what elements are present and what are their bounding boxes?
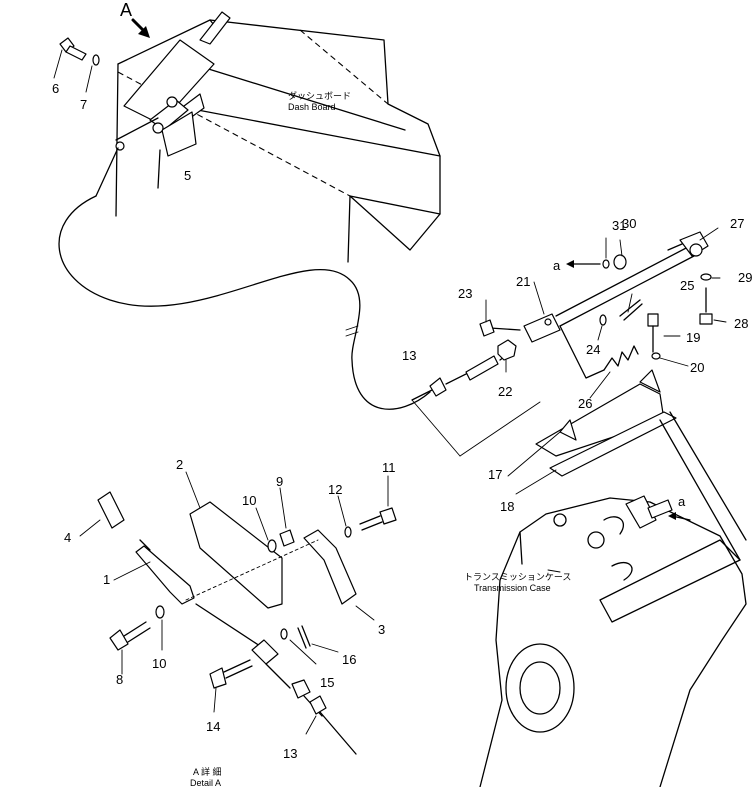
detail-a: A 詳 細 Detail A	[79, 471, 397, 787]
callout-1: 1	[103, 572, 110, 587]
bolt-6	[53, 37, 100, 93]
callout-22: 22	[498, 384, 512, 399]
callout-7: 7	[80, 97, 87, 112]
dash-board: ダッシュボード Dash Board	[95, 11, 441, 263]
callout-9: 9	[276, 474, 283, 489]
callout-23: 23	[458, 286, 472, 301]
callout-10-right: 10	[242, 493, 256, 508]
view-arrow-icon	[138, 26, 150, 38]
view-label: A	[120, 0, 132, 20]
dash-board-label-en: Dash Board	[288, 102, 336, 112]
detail-label-en: Detail A	[190, 778, 221, 787]
callout-28: 28	[734, 316, 748, 331]
callout-24: 24	[586, 342, 600, 357]
callout-17: 17	[488, 467, 502, 482]
callout-18: 18	[500, 499, 514, 514]
callout-5: 5	[184, 168, 191, 183]
callout-29: 29	[738, 270, 752, 285]
callout-4: 4	[64, 530, 71, 545]
callout-3: 3	[378, 622, 385, 637]
callout-8: 8	[116, 672, 123, 687]
callout-13-upper: 13	[402, 348, 416, 363]
callout-26: 26	[578, 396, 592, 411]
callout-6: 6	[52, 81, 59, 96]
callout-13-lower: 13	[283, 746, 297, 761]
callout-27: 27	[730, 216, 744, 231]
callout-25: 25	[680, 278, 694, 293]
callout-11: 11	[382, 460, 396, 475]
transmission-case-label-en: Transmission Case	[474, 583, 551, 593]
callout-30: 30	[622, 216, 636, 231]
callout-15: 15	[320, 675, 334, 690]
callout-16: 16	[342, 652, 356, 667]
dash-board-label-jp: ダッシュボード	[288, 90, 351, 101]
callouts: 6 7 5 31 30 27 21 25 29 23 28 19 24 13 2…	[52, 81, 752, 761]
callout-14: 14	[206, 719, 220, 734]
detail-label-jp: A 詳 細	[193, 766, 222, 777]
connector-label-lower: a	[678, 494, 686, 509]
connector-label-upper: a	[553, 258, 561, 273]
callout-10-left: 10	[152, 656, 166, 671]
view-a-indicator: A	[120, 0, 150, 38]
callout-19: 19	[686, 330, 700, 345]
callout-21: 21	[516, 274, 530, 289]
callout-12: 12	[328, 482, 342, 497]
transmission-case-label-jp: トランスミッションケース	[464, 572, 571, 582]
control-cable	[58, 195, 431, 410]
callout-2: 2	[176, 457, 183, 472]
transmission-case: a トランスミッションケース Transmission Case	[464, 411, 747, 787]
callout-20: 20	[690, 360, 704, 375]
callout-31: 31	[612, 218, 626, 233]
linkage-assembly: a	[411, 227, 727, 495]
